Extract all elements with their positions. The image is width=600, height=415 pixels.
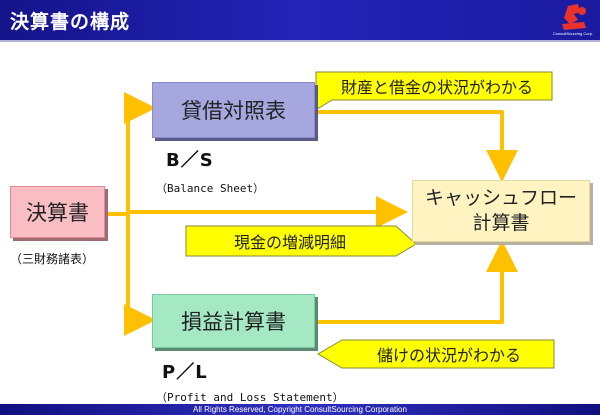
cash-flow-box: キャッシュフロー 計算書 [412, 180, 590, 242]
arrow-bs-to-cf [318, 110, 518, 182]
bs-abbreviation: B／S [166, 150, 214, 171]
profit-loss-box: 損益計算書 [152, 294, 315, 348]
bs-full-name: （Balance Sheet） [156, 182, 265, 195]
callout-cf-text: 現金の増減明細 [233, 233, 346, 252]
arrow-pl-to-cf [318, 240, 518, 324]
copyright-text: All Rights Reserved, Copyright ConsultSo… [193, 405, 407, 414]
company-logo-icon [562, 4, 586, 30]
footer-bar [0, 404, 600, 415]
callout-cf-shape [185, 225, 417, 257]
balance-sheet-box: 貸借対照表 [152, 82, 315, 138]
logo-caption: ConsultSourcing Corp. [552, 31, 594, 36]
main-subtitle: （三財務諸表） [10, 252, 95, 266]
pl-abbreviation: P／L [162, 362, 208, 383]
cash-flow-box-line2: 計算書 [472, 212, 530, 234]
header-divider [0, 40, 600, 42]
callout-pl-shape [317, 339, 555, 369]
header-bar [0, 0, 600, 40]
callout-bs-shape [304, 71, 553, 118]
cash-flow-box-line1: キャッシュフロー [424, 187, 577, 209]
pl-full-name: （Profit and Loss Statement） [156, 391, 344, 404]
callout-bs-text: 財産と借金の状況がわかる [340, 78, 533, 97]
page-title: 決算書の構成 [10, 11, 131, 33]
financial-statements-box: 決算書 [10, 186, 105, 238]
callout-pl-text: 儲けの状況がわかる [376, 346, 521, 365]
